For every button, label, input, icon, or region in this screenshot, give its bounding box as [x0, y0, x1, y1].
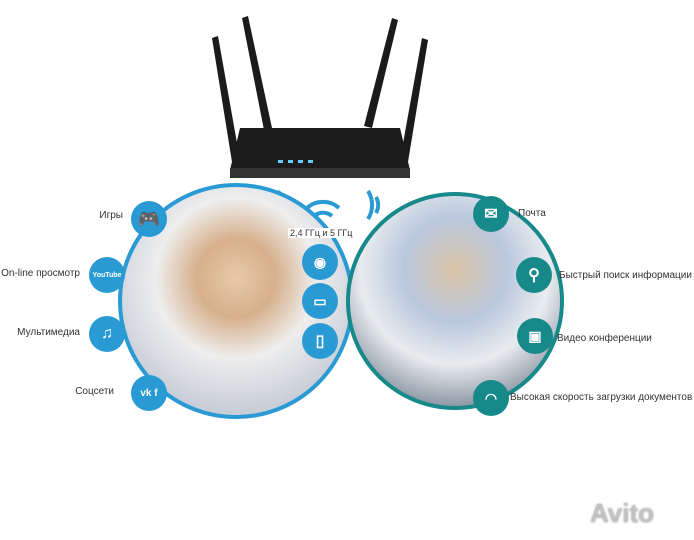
video-conference-icon: ▣ [517, 318, 553, 354]
avito-watermark: Avito [590, 498, 655, 528]
search-icon: ⚲ [516, 257, 552, 293]
speedometer-icon: ◠ [473, 380, 509, 416]
feature-label-speed: Высокая скорость загрузки документов [510, 392, 693, 403]
business-photo [346, 192, 564, 410]
router-image [212, 16, 428, 178]
tablet-icon: ▯ [302, 323, 338, 359]
gamepad-icon: 🎮 [131, 201, 167, 237]
mail-icon: ✉ [473, 196, 509, 232]
feature-label-video: Видео конференции [557, 333, 652, 344]
feature-label-search: Быстрый поиск информации [559, 270, 692, 281]
feature-label-games: Игры [99, 210, 123, 221]
music-play-icon: ♫ [89, 316, 125, 352]
feature-label-multimedia: Мультимедиа [17, 327, 80, 338]
feature-label-mail: Почта [518, 208, 546, 219]
wifi-band-label: 2,4 ГГц и 5 ГГц [288, 228, 355, 238]
laptop-icon: ▭ [302, 283, 338, 319]
feature-label-online: On-line просмотр [1, 268, 80, 279]
webcam-icon: ◉ [302, 244, 338, 280]
vk-facebook-icon: vk f [131, 375, 167, 411]
wifi-signal-right-icon [366, 189, 381, 221]
feature-label-social: Соцсети [75, 386, 114, 397]
youtube-icon: YouTube [89, 257, 125, 293]
